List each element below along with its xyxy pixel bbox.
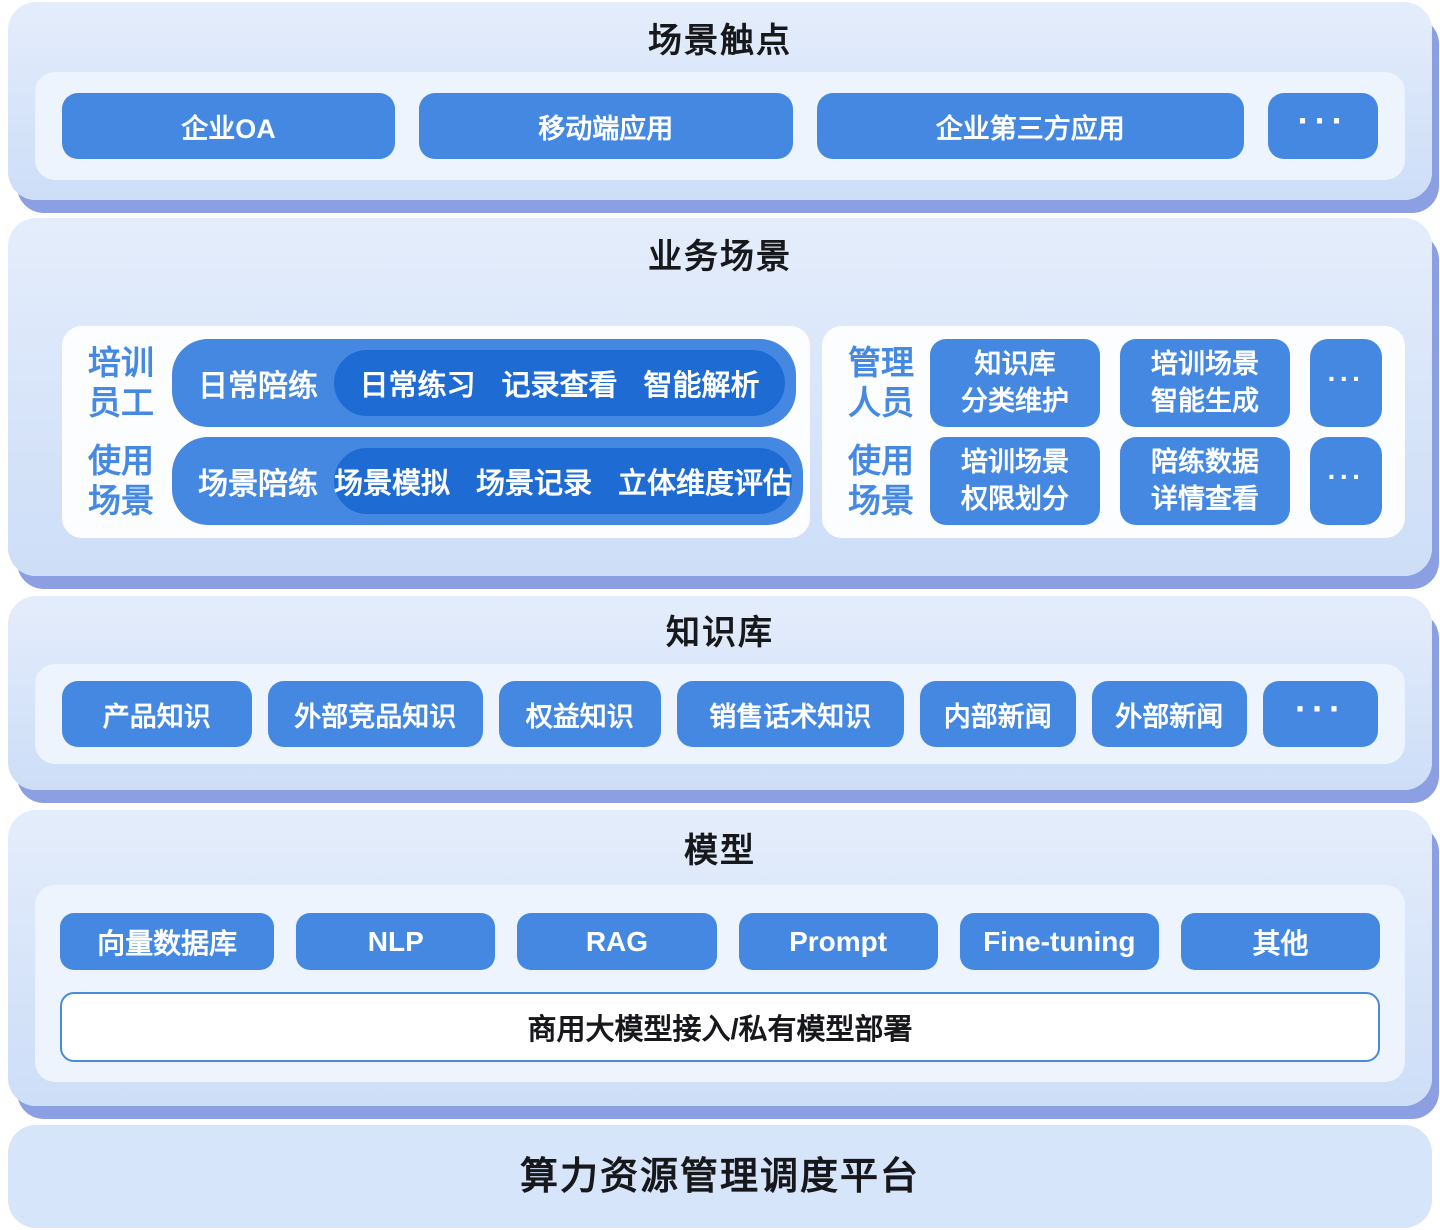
knowledge-inner-panel: 产品知识 外部竞品知识 权益知识 销售话术知识 内部新闻 外部新闻 ··· — [35, 664, 1405, 764]
side-label-line: 使用 — [848, 442, 914, 479]
model-title: 模型 — [684, 832, 756, 870]
trainee-row-scenario: 使用 场景 场景陪练 场景模拟 场景记录 立体维度评估 — [76, 437, 804, 525]
chip-line: 智能生成 — [1151, 386, 1259, 416]
chip-line: 培训场景 — [961, 447, 1069, 477]
chip-line: 培训场景 — [1151, 349, 1259, 379]
scenario-practice-label: 场景陪练 — [198, 468, 318, 501]
chip-nlp: NLP — [296, 913, 496, 970]
item-scenario-record: 场景记录 — [476, 468, 593, 500]
chip-line: 分类维护 — [961, 386, 1069, 416]
side-label-line: 使用 — [88, 442, 154, 479]
chip-kb-category-maintain: 知识库 分类维护 — [930, 339, 1100, 427]
daily-practice-label: 日常陪练 — [198, 370, 318, 403]
manager-row-2: 使用 场景 培训场景 权限划分 陪练数据 详情查看 ··· — [836, 437, 1391, 525]
chip-fine-tuning: Fine-tuning — [959, 913, 1159, 970]
chip-practice-data-detail: 陪练数据 详情查看 — [1120, 437, 1290, 525]
chip-line: 权限划分 — [961, 484, 1069, 514]
chip-third-party-app: 企业第三方应用 — [816, 93, 1244, 159]
model-row: 向量数据库 NLP RAG Prompt Fine-tuning 其他 — [60, 913, 1381, 970]
knowledge-more-icon: ··· — [1263, 681, 1378, 747]
manager-side-label-2: 使用 场景 — [836, 441, 930, 521]
knowledge-row: 产品知识 外部竞品知识 权益知识 销售话术知识 内部新闻 外部新闻 ··· — [35, 664, 1405, 764]
item-multi-dimension-eval: 立体维度评估 — [618, 468, 793, 500]
chip-product-knowledge: 产品知识 — [62, 681, 252, 747]
trainee-scenarios-box: 培训 员工 日常陪练 日常练习 记录查看 智能解析 使用 — [62, 326, 810, 538]
knowledge-title: 知识库 — [666, 614, 774, 652]
manager-more-icon-2: ··· — [1310, 437, 1382, 525]
chip-scenario-permission: 培训场景 权限划分 — [930, 437, 1100, 525]
chip-benefits-knowledge: 权益知识 — [499, 681, 661, 747]
compute-platform-bar: 算力资源管理调度平台 — [8, 1125, 1432, 1228]
business-boxes: 培训 员工 日常陪练 日常练习 记录查看 智能解析 使用 — [62, 326, 1405, 538]
touchpoints-title: 场景触点 — [648, 22, 792, 60]
trainee-row-daily: 培训 员工 日常陪练 日常练习 记录查看 智能解析 — [76, 339, 796, 427]
manager-more-icon-1: ··· — [1310, 339, 1382, 427]
business-panel: 业务场景 培训 员工 日常陪练 日常练习 记录查看 智能解析 — [8, 218, 1432, 576]
touchpoints-panel: 场景触点 企业OA 移动端应用 企业第三方应用 ··· — [8, 2, 1432, 200]
chip-mobile-app: 移动端应用 — [419, 93, 793, 159]
chip-prompt: Prompt — [738, 913, 938, 970]
side-label-line: 培训 — [88, 344, 154, 381]
touchpoints-more-icon: ··· — [1268, 93, 1378, 159]
model-access-bar: 商用大模型接入/私有模型部署 — [60, 992, 1380, 1062]
side-label-line: 员工 — [88, 384, 154, 421]
chip-internal-news: 内部新闻 — [920, 681, 1076, 747]
chip-external-news: 外部新闻 — [1091, 681, 1247, 747]
chip-line: 知识库 — [974, 349, 1056, 379]
touchpoints-row: 企业OA 移动端应用 企业第三方应用 ··· — [35, 72, 1405, 180]
side-label-line: 人员 — [848, 384, 914, 421]
touchpoints-inner-panel: 企业OA 移动端应用 企业第三方应用 ··· — [35, 72, 1405, 180]
trainee-side-label-1: 培训 员工 — [76, 343, 172, 423]
manager-row-1: 管理 人员 知识库 分类维护 培训场景 智能生成 ··· — [836, 339, 1391, 427]
chip-line: 陪练数据 — [1151, 447, 1259, 477]
model-panel: 模型 向量数据库 NLP RAG Prompt Fine-tuning 其他 商… — [8, 810, 1432, 1106]
item-daily-exercise: 日常练习 — [359, 370, 476, 402]
chip-scenario-auto-generate: 培训场景 智能生成 — [1120, 339, 1290, 427]
trainee-side-label-2: 使用 场景 — [76, 441, 172, 521]
side-label-line: 场景 — [88, 482, 154, 519]
daily-practice-items: 日常练习 记录查看 智能解析 — [334, 350, 785, 416]
chip-line: 详情查看 — [1151, 484, 1259, 514]
manager-scenarios-box: 管理 人员 知识库 分类维护 培训场景 智能生成 ··· 使用 — [822, 326, 1405, 538]
side-label-line: 管理 — [848, 344, 914, 381]
item-record-view: 记录查看 — [501, 370, 618, 402]
chip-rag: RAG — [517, 913, 717, 970]
chip-other: 其他 — [1180, 913, 1381, 970]
scenario-practice-items: 场景模拟 场景记录 立体维度评估 — [334, 448, 793, 514]
item-smart-analysis: 智能解析 — [643, 370, 760, 402]
chip-sales-script-knowledge: 销售话术知识 — [676, 681, 904, 747]
compute-platform-title: 算力资源管理调度平台 — [519, 1155, 920, 1198]
manager-side-label-1: 管理 人员 — [836, 343, 930, 423]
chip-competitor-knowledge: 外部竞品知识 — [267, 681, 483, 747]
scenario-practice-pill: 场景陪练 场景模拟 场景记录 立体维度评估 — [172, 437, 804, 525]
model-inner-panel: 向量数据库 NLP RAG Prompt Fine-tuning 其他 商用大模… — [35, 885, 1405, 1082]
chip-vector-database: 向量数据库 — [60, 913, 275, 970]
daily-practice-pill: 日常陪练 日常练习 记录查看 智能解析 — [172, 339, 796, 427]
knowledge-panel: 知识库 产品知识 外部竞品知识 权益知识 销售话术知识 内部新闻 外部新闻 ··… — [8, 596, 1432, 790]
item-scenario-simulation: 场景模拟 — [334, 468, 451, 500]
side-label-line: 场景 — [848, 482, 914, 519]
business-title: 业务场景 — [648, 238, 792, 276]
chip-enterprise-oa: 企业OA — [62, 93, 395, 159]
